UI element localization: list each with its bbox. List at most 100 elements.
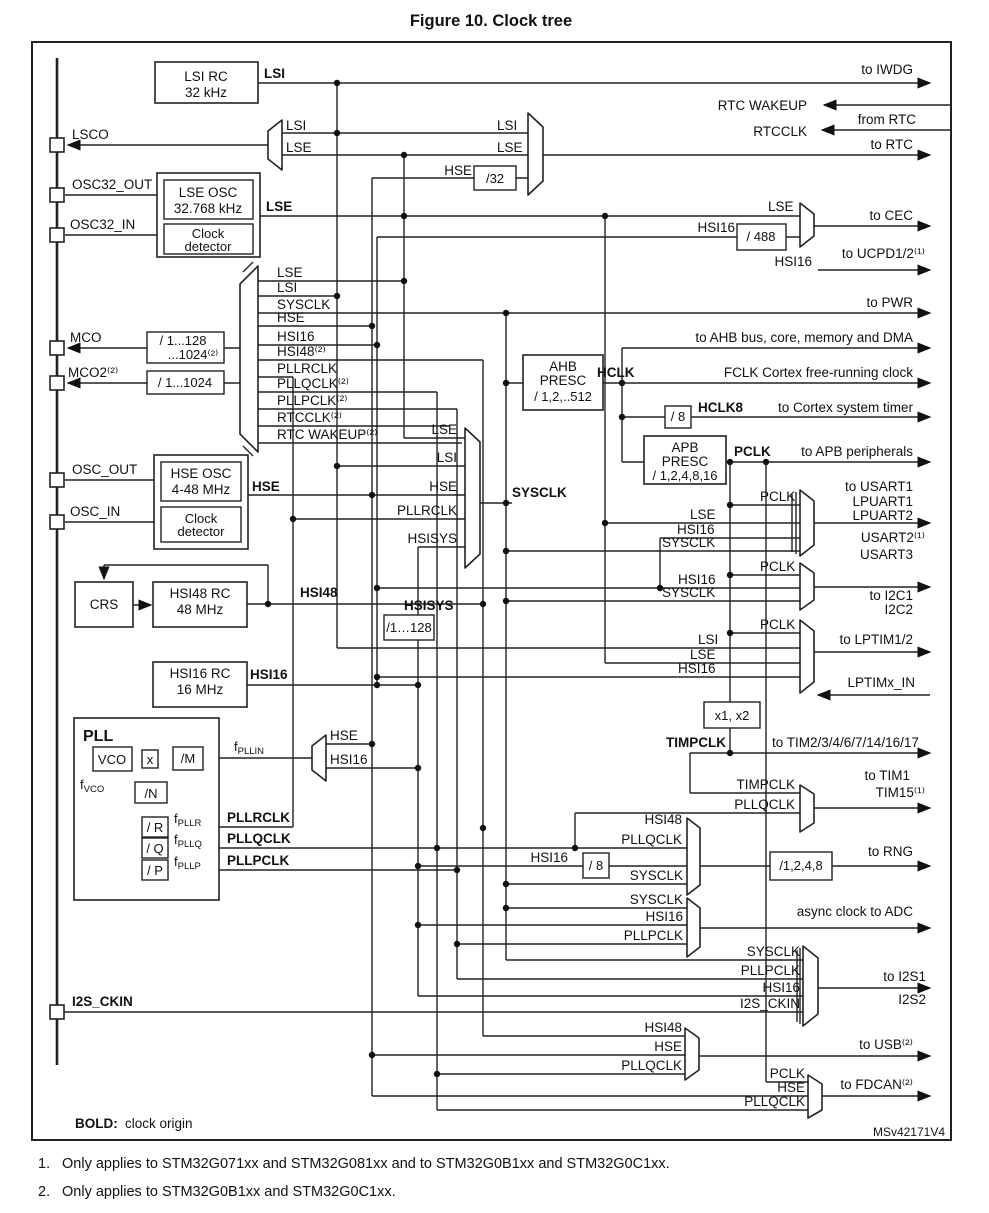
tim1-mux-in-pllqclk: PLLQCLK (734, 797, 795, 812)
hse-det-line1: Clock (185, 511, 218, 526)
hsi16-rc-line2: 16 MHz (177, 682, 224, 697)
div488-value: / 488 (747, 229, 776, 244)
apb-presc-line3: / 1,2,4,8,16 (652, 468, 717, 483)
pin-label-mco: MCO (70, 330, 102, 345)
ucpd-src-label: HSI16 (774, 254, 812, 269)
to-i2c1-label: to I2C1 (869, 588, 913, 603)
lpuart1-label: LPUART1 (852, 494, 913, 509)
fdcan-mux-in-hse: HSE (777, 1080, 805, 1095)
i2s-mux-in-hsi16: HSI16 (762, 980, 800, 995)
mco-div-line2: ...1024⁽²⁾ (168, 347, 218, 362)
apb-presc-line2: PRESC (662, 454, 709, 469)
sysclk-mux-in-lsi: LSI (437, 450, 457, 465)
lptim-mux-in-lsi: LSI (698, 632, 718, 647)
cec-div488-box (736, 223, 787, 251)
to-i2s1-label: to I2S1 (883, 969, 926, 984)
crs-label: CRS (90, 597, 119, 612)
tim15-label: TIM15⁽¹⁾ (876, 785, 925, 800)
lpuart2-label: LPUART2 (852, 508, 913, 523)
i2c-mux (799, 562, 815, 611)
f-pllr-label: fPLLR (174, 811, 202, 829)
hse-osc-box (160, 461, 242, 502)
apb-presc-box (643, 435, 727, 485)
f-pllq-label: fPLLQ (174, 832, 202, 850)
usart-mux-in-pclk: PCLK (760, 489, 795, 504)
adc-mux-in-sysclk: SYSCLK (630, 892, 683, 907)
to-apb-label: to APB peripherals (801, 444, 913, 459)
mco2-divider-box (146, 370, 225, 395)
pllpclk-origin-label: PLLPCLK (227, 853, 289, 868)
adc-mux (686, 897, 701, 958)
divn-label: /N (145, 786, 158, 801)
i2c-mux-in-sysclk: SYSCLK (662, 585, 715, 600)
lptim-mux-in-pclk: PCLK (760, 617, 795, 632)
pin-osc32-in (49, 227, 65, 243)
fdcan-mux-in-pllqclk: PLLQCLK (744, 1094, 805, 1109)
divp-box (141, 859, 169, 881)
pin-osc32-out (49, 187, 65, 203)
pin-label-osc32-out: OSC32_OUT (72, 177, 152, 192)
pllqclk-origin-label: PLLQCLK (227, 831, 291, 846)
divr-box (141, 816, 169, 838)
rng-div8-box (582, 852, 610, 879)
timpclk-origin-label: TIMPCLK (666, 735, 726, 750)
pll-title: PLL (83, 728, 113, 745)
wires (55, 58, 808, 1111)
sysclk-mux-in-lse: LSE (431, 422, 457, 437)
usart-mux-in-sysclk: SYSCLK (662, 535, 715, 550)
pin-label-lsco: LSCO (72, 127, 109, 142)
mco-in-hsi16: HSI16 (277, 329, 315, 344)
hse-osc-line2: 4-48 MHz (172, 482, 231, 497)
rtcclk-label: RTCCLK (753, 124, 807, 139)
divq-box (141, 837, 169, 859)
mco-in-lse: LSE (277, 265, 303, 280)
rtc-mux-in-hse: HSE (444, 163, 472, 178)
div32-value: /32 (486, 171, 504, 186)
lse-osc-line1: LSE OSC (179, 185, 238, 200)
mco2-div-value: / 1...1024 (158, 375, 212, 390)
rng-mux-in-hsi48: HSI48 (644, 812, 682, 827)
muxes (239, 112, 823, 1119)
mult-box (141, 749, 159, 769)
i2s-mux (802, 945, 819, 1027)
adc-mux-in-pllpclk: PLLPCLK (624, 928, 683, 943)
hse-div32-box (473, 165, 517, 191)
i2s-mux-in-pllpclk: PLLPCLK (741, 963, 800, 978)
lse-clock-detector-box (163, 223, 254, 255)
crs-box (74, 581, 134, 628)
usart-mux-in-hsi16: HSI16 (677, 522, 715, 537)
pclk-origin-label: PCLK (734, 444, 771, 459)
hse-det-line2: detector (178, 524, 226, 539)
hclk8-div-value: / 8 (671, 409, 685, 424)
f-vco-label: fVCO (80, 777, 104, 795)
from-rtc-label: from RTC (858, 112, 917, 127)
hsi48-rc-box (152, 581, 248, 628)
hsisys-origin-label: HSISYS (404, 598, 454, 613)
adc-mux-in-hsi16: HSI16 (645, 909, 683, 924)
lsi-rc-line1: LSI RC (184, 69, 228, 84)
rng-mux (686, 817, 701, 896)
legend-bold-label: BOLD: (75, 1116, 118, 1131)
labels: Figure 10. Clock tree LSI RC 32 kHz LSI … (38, 12, 945, 1200)
hsi16-rc-line1: HSI16 RC (170, 666, 231, 681)
to-ucpd-label: to UCPD1/2⁽¹⁾ (842, 246, 925, 261)
footnote-2-number: 2. (38, 1184, 50, 1200)
adc-output-label: async clock to ADC (797, 904, 914, 919)
watermark: MSv42171V4 (873, 1125, 945, 1139)
vco-label: VCO (98, 752, 126, 767)
pin-label-osc-in: OSC_IN (70, 504, 120, 519)
tim1-mux (799, 784, 815, 833)
pll-input-mux (311, 734, 327, 782)
to-ahb-label: to AHB bus, core, memory and DMA (695, 330, 913, 345)
i2c2-label: I2C2 (884, 602, 913, 617)
hse-clock-detector-box (160, 506, 242, 543)
mco-in-rtc-wakeup: RTC WAKEUP⁽²⁾ (277, 427, 377, 442)
cec-mux-in-lse: LSE (768, 199, 794, 214)
hclk8-div8-box (664, 405, 692, 429)
lse-osc-line2: 32.768 kHz (174, 201, 243, 216)
mco-in-sysclk: SYSCLK (277, 297, 330, 312)
to-usart1-label: to USART1 (845, 479, 913, 494)
hse-osc-line1: HSE OSC (171, 466, 232, 481)
ahb-presc-line2: PRESC (540, 373, 587, 388)
